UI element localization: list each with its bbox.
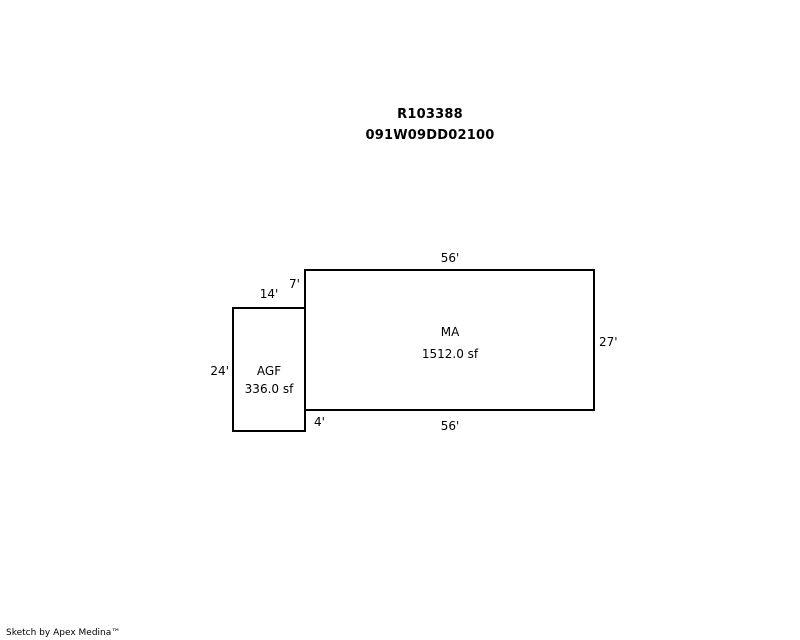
- sketch-credit: Sketch by Apex Medina™: [6, 628, 121, 638]
- garage-area-code: AGF: [257, 364, 281, 378]
- garage-area-outline: [232, 307, 306, 432]
- dimension-main-bottom: 56': [441, 419, 460, 433]
- main-area-size: 1512.0 sf: [422, 347, 479, 361]
- parcel-id: 091W09DD02100: [365, 128, 495, 143]
- dimension-garage-left: 24': [210, 364, 229, 378]
- dimension-offset-top: 7': [289, 277, 300, 291]
- dimension-main-right: 27': [599, 335, 618, 349]
- garage-area-size: 336.0 sf: [245, 382, 294, 396]
- dimension-main-top: 56': [441, 251, 460, 265]
- main-area-code: MA: [441, 325, 460, 339]
- dimension-offset-bottom: 4': [314, 415, 325, 429]
- main-area-outline: [304, 269, 595, 411]
- account-id: R103388: [397, 107, 463, 122]
- dimension-garage-top: 14': [260, 287, 279, 301]
